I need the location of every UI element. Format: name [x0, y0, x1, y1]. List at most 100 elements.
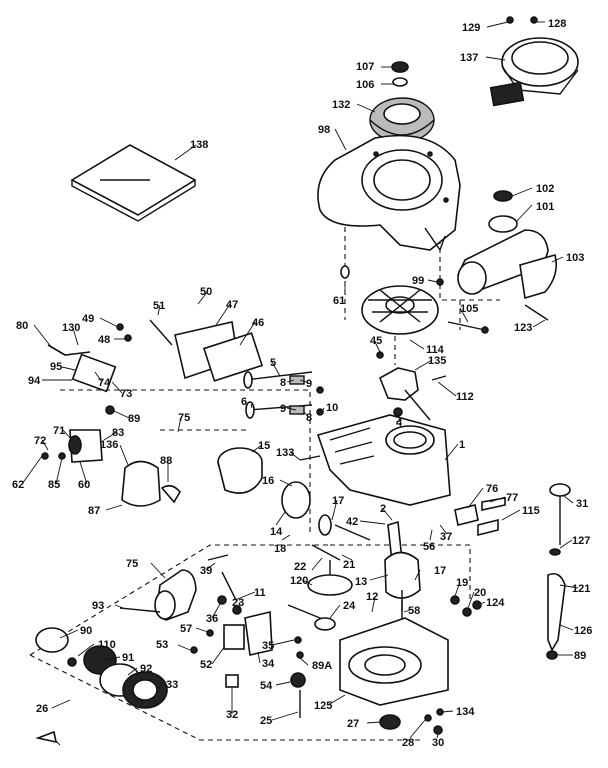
- callout-17: 17: [332, 495, 344, 507]
- callout-1: 1: [459, 439, 465, 451]
- callout-34: 35: [262, 640, 274, 652]
- callout-136: 136: [100, 439, 118, 451]
- callout-130: 130: [62, 322, 80, 334]
- gaskets-76-77-115: [454, 497, 506, 537]
- bolts-99-61: [340, 265, 444, 286]
- callout-101: 101: [536, 201, 554, 213]
- callout-93: 36: [206, 613, 218, 625]
- callout-20: 124: [486, 597, 505, 609]
- callout-74: 74: [98, 377, 111, 389]
- callout-120: 75: [126, 558, 138, 570]
- callout-115: 115: [522, 505, 540, 517]
- callout-132: 132: [332, 99, 350, 111]
- callout-58: 57: [180, 623, 192, 635]
- owners-manual-138: [70, 144, 197, 222]
- callout-105: 105: [460, 303, 478, 315]
- callout-90: 110: [98, 639, 116, 651]
- callout-94: 94: [28, 375, 41, 387]
- callout-85: 85: [48, 479, 60, 491]
- callout-57: 53: [156, 639, 168, 651]
- callout-135: 135: [428, 355, 446, 367]
- callout-133: 133: [276, 447, 294, 459]
- callout-127: 127: [572, 535, 590, 547]
- callout-92: 33: [166, 679, 178, 691]
- callout-12: 58: [408, 605, 420, 617]
- callout-75: 75: [178, 412, 190, 424]
- callout-9: 9: [280, 403, 286, 415]
- callout-31: 31: [576, 498, 588, 510]
- recoil-starter-137: [489, 16, 579, 107]
- nut-washer-107-106: [391, 61, 409, 87]
- callout-61: 61: [333, 295, 345, 307]
- valves-springs: [243, 371, 324, 419]
- dipstick-31: [546, 483, 571, 660]
- callout-2: 2: [380, 503, 386, 515]
- callout-125: 126: [574, 625, 592, 637]
- screws-121-93-36: [119, 595, 242, 615]
- callout-13: 13: [355, 576, 367, 588]
- callout-123: 123: [514, 322, 532, 334]
- callout-labels: 129 128 137 107 106 132 98 138 102 101 1…: [12, 18, 592, 749]
- callout-129: 129: [462, 22, 480, 34]
- air-cleaner-89: [35, 627, 168, 709]
- callout-89a: 90: [80, 625, 92, 637]
- callout-103: 103: [566, 252, 584, 264]
- callout-49: 49: [82, 313, 94, 325]
- callout-27: 28: [402, 737, 414, 749]
- callout-8: 8: [280, 377, 286, 389]
- callout-47: 47: [226, 299, 238, 311]
- sump-fasteners: [379, 708, 444, 735]
- oil-sump-24: [339, 617, 449, 706]
- callout-10: 10: [326, 402, 338, 414]
- callout-76: 76: [486, 483, 498, 495]
- callout-112: 112: [456, 391, 474, 403]
- cylinder-block-1: [316, 414, 451, 506]
- callout-26: 27: [347, 718, 359, 730]
- callout-14: 14: [270, 526, 283, 538]
- callout-72: 72: [34, 435, 46, 447]
- callout-42: 42: [346, 516, 358, 528]
- callout-46: 46: [252, 317, 264, 329]
- callout-35: 89A: [312, 660, 332, 672]
- callout-98: 98: [318, 124, 330, 136]
- callout-88: 88: [160, 455, 172, 467]
- fuel-tank-120: [154, 554, 237, 621]
- callout-21: 22: [294, 561, 306, 573]
- callout-30: 134: [456, 706, 475, 718]
- callout-50: 50: [200, 286, 212, 298]
- callout-52: 34: [262, 658, 275, 670]
- callout-89: 89: [128, 413, 140, 425]
- callout-15: 15: [258, 440, 270, 452]
- callout-39: 11: [254, 587, 266, 599]
- callout-22: 120: [290, 575, 308, 587]
- intake-elbow-15: [217, 447, 321, 519]
- callout-137: 137: [460, 52, 478, 64]
- muffler-101: [457, 190, 558, 300]
- callout-32: 25: [260, 715, 272, 727]
- callout-9: 9: [306, 378, 312, 390]
- callout-87: 87: [88, 505, 100, 517]
- callout-23: 24: [343, 600, 356, 612]
- callout-5: 5: [270, 357, 276, 369]
- choke-control-53: [190, 610, 273, 688]
- callout-18: 21: [343, 559, 355, 571]
- camshaft-23: [287, 600, 403, 631]
- callout-54: 32: [226, 709, 238, 721]
- callout-6: 6: [241, 396, 247, 408]
- callout-121: 93: [92, 600, 104, 612]
- crankshaft-11: [307, 514, 421, 612]
- callout-124: 121: [572, 583, 590, 595]
- key-134: [35, 730, 58, 744]
- callout-51: 51: [153, 300, 165, 312]
- callout-83: 83: [112, 427, 124, 439]
- callout-102: 102: [536, 183, 554, 195]
- callout-95: 95: [50, 361, 62, 373]
- leader-lines: [21, 21, 579, 746]
- callout-73: 73: [120, 388, 132, 400]
- callout-77: 77: [506, 492, 518, 504]
- callout-28: 30: [432, 737, 444, 749]
- callout-16: 16: [262, 475, 274, 487]
- callout-8: 8: [306, 412, 312, 424]
- blower-housing-98: [317, 134, 461, 252]
- callout-17: 19: [456, 577, 468, 589]
